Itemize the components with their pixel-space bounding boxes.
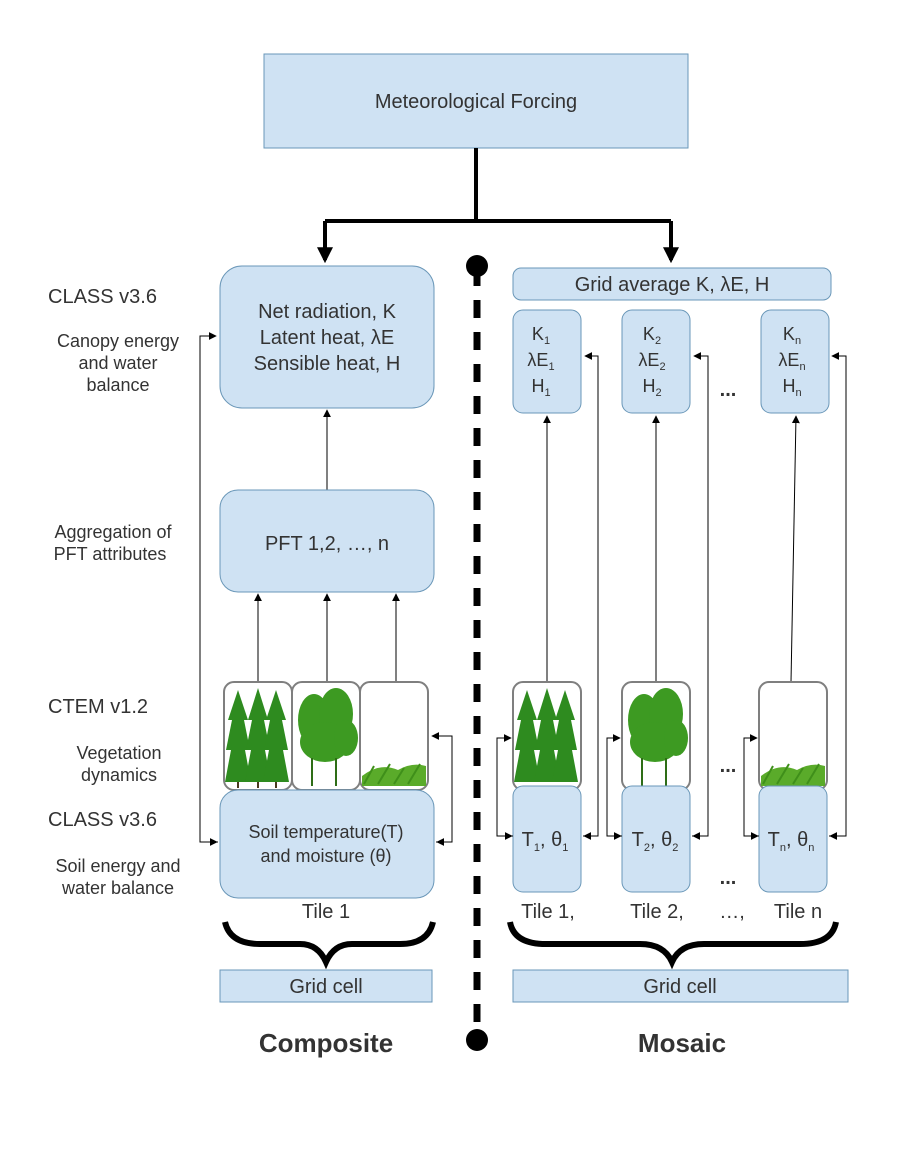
le-text-n: λEn [778,350,805,373]
soil-label-2: water balance [61,878,174,898]
composite-right-loop-arrow [431,732,453,843]
meteorological-forcing-box [263,53,689,149]
composite-broadleaf-tile [291,681,361,791]
composite-title: Composite [259,1028,393,1058]
composite-left-loop-arrow [199,332,218,843]
composite-fluxes-box [219,265,435,409]
mosaic-tile-label-1: Tile 1, [521,901,575,923]
aggregation-label-2: PFT attributes [54,544,167,564]
vegetation-label-2: dynamics [81,765,157,785]
aggregation-label-1: Aggregation of [54,522,172,542]
soil-label-1: Soil energy and [55,856,180,876]
mosaic-left-loop-n [743,734,759,837]
grid-average-box [512,267,832,301]
ellipsis-vegetation: ... [720,755,737,777]
canopy-label-3: balance [86,375,149,395]
composite-brace [222,921,436,970]
composite-tile-label: Tile 1 [302,901,350,923]
sensible-heat-text: Sensible heat, H [254,353,401,375]
h-text-2: H2 [642,376,661,399]
composite-conifer-tile [223,681,293,791]
mosaic-left-loop-2 [606,734,622,837]
canopy-label-1: Canopy energy [57,331,179,351]
h-text-n: Hn [782,376,801,399]
divider-top-dot [466,255,488,277]
mosaic-conifer-tile [512,681,582,791]
composite-grass-tile [359,681,429,791]
mosaic-broadleaf-tile [621,681,691,791]
soil-state-text-n: Tn, θn [768,829,815,854]
ellipsis-flux: ... [720,379,737,401]
soil-temperature-text: Soil temperature(T) [248,822,403,842]
mosaic-up-arrow-n [790,415,800,683]
class-bottom-label: CLASS v3.6 [48,809,157,831]
pft-text: PFT 1,2, …, n [265,533,389,555]
canopy-label-2: and water [78,353,157,373]
mosaic-flux-box-2 [621,309,691,414]
class-top-label: CLASS v3.6 [48,286,157,308]
divider-bottom-dot [466,1029,488,1051]
latent-heat-text: Latent heat, λE [260,327,395,349]
mosaic-flux-box-n [760,309,830,414]
h-text-1: H1 [531,376,550,399]
mosaic-tile-2: K2 λE2 H2 T2, θ2 [606,309,709,893]
meteorological-forcing-label: Meteorological Forcing [375,91,577,113]
soil-moisture-text: and moisture (θ) [260,846,391,866]
mosaic-right-loop-n [829,352,847,837]
mosaic-tile-label-2: Tile 2, [630,901,684,923]
composite-soil-box [219,789,435,899]
mosaic-brace [507,921,839,970]
ctem-label: CTEM v1.2 [48,696,148,718]
pft-box [219,489,435,593]
composite-grid-cell-text: Grid cell [289,976,362,998]
mosaic-flux-box-1 [512,309,582,414]
k-text-2: K2 [643,324,661,347]
mosaic-soil-box-n [758,785,828,893]
mosaic-tile-1: K1 λE1 H1 T1, θ1 [496,309,599,893]
mosaic-grass-tile [758,681,828,791]
le-text-1: λE1 [527,350,554,373]
mosaic-tile-n: Kn λEn Hn Tn, θn [743,309,847,893]
mosaic-tile-label-n: Tile n [774,901,822,923]
mosaic-right-loop-2 [692,352,709,837]
mosaic-grid-cell-text: Grid cell [643,976,716,998]
net-radiation-text: Net radiation, K [258,301,397,323]
le-text-2: λE2 [638,350,665,373]
mosaic-tile-label-ellipsis: …, [719,901,745,923]
mosaic-right-loop-1 [583,352,599,837]
k-text-1: K1 [532,324,550,347]
mosaic-grid-cell-box [512,969,849,1003]
mosaic-title: Mosaic [638,1028,726,1058]
mosaic-soil-box-1 [512,785,582,893]
mosaic-left-loop-1 [496,734,513,837]
mosaic-soil-box-2 [621,785,691,893]
soil-state-text-2: T2, θ2 [632,829,679,854]
grid-average-text: Grid average K, λE, H [575,274,770,296]
ellipsis-soil: ... [720,867,737,889]
vegetation-label-1: Vegetation [76,743,161,763]
k-text-n: Kn [783,324,801,347]
soil-state-text-1: T1, θ1 [522,829,569,854]
composite-grid-cell-box [219,969,433,1003]
